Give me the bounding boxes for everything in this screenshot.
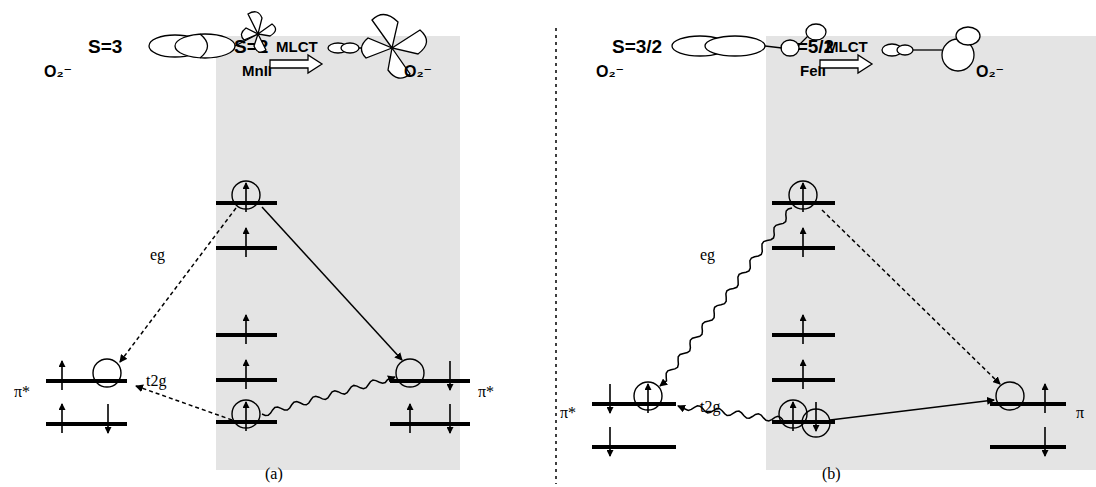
spin-down [107, 404, 109, 433]
spin-up [647, 384, 649, 413]
orbital-label: π* [478, 383, 494, 401]
spin-down [609, 384, 611, 413]
ligand-label: O₂⁻ [404, 62, 432, 81]
spin-total: S=2 [234, 36, 268, 58]
hole-circle [996, 382, 1024, 410]
energy-level [46, 379, 127, 383]
energy-level [772, 333, 835, 337]
spin-up [245, 360, 247, 389]
spin-up [802, 183, 804, 212]
energy-level [46, 422, 127, 426]
energy-level [390, 422, 470, 426]
panel-label: (b) [822, 465, 841, 483]
spin-up [245, 228, 247, 257]
spin-up [1044, 384, 1046, 413]
transfer-arrow [822, 210, 1000, 384]
energy-level [216, 333, 277, 337]
spin-down [1044, 427, 1046, 456]
transfer-arrow [136, 386, 232, 420]
shaded-panel: S=5/2FeII [766, 36, 1096, 470]
spin-up [802, 315, 804, 344]
spin-down [449, 361, 451, 390]
spin-total: S=3 [88, 36, 122, 58]
panel-label: (a) [265, 465, 283, 483]
energy-level [592, 445, 676, 449]
hole-circle [396, 359, 424, 387]
spin-down [609, 427, 611, 456]
spin-down [815, 402, 817, 431]
wavy-transfer-arrow [660, 208, 792, 386]
energy-level [216, 378, 277, 382]
spin-total: S=3/2 [612, 36, 662, 58]
orbital-label: eg [700, 246, 715, 264]
orbital-label: t2g [700, 398, 720, 416]
ligand-label: O₂⁻ [44, 62, 72, 81]
transfer-arrow [830, 400, 994, 420]
spin-up [245, 183, 247, 212]
spin-up [61, 404, 63, 433]
ligand-label: O₂⁻ [596, 62, 624, 81]
wavy-transfer-arrow [678, 406, 783, 421]
energy-level [216, 420, 277, 424]
spin-up [802, 360, 804, 389]
energy-level [772, 378, 835, 382]
spin-up [61, 361, 63, 390]
energy-level [772, 201, 835, 205]
energy-level [592, 402, 676, 406]
orbital-label: π [1076, 404, 1084, 422]
metal-label: FeII [800, 62, 826, 79]
energy-level [772, 420, 835, 424]
energy-level [390, 379, 470, 383]
hole-circle [802, 409, 830, 437]
wavy-transfer-arrow [262, 377, 395, 416]
spin-up [792, 402, 794, 431]
spin-up [802, 228, 804, 257]
orbital-label: eg [150, 246, 165, 264]
orbital-label: π* [14, 383, 30, 401]
transfer-arrow [262, 207, 402, 360]
hole-circle [789, 181, 817, 209]
mlct-label: MLCT [826, 38, 868, 55]
transfer-arrow [120, 208, 236, 362]
hole-circle [232, 181, 260, 209]
spin-up [245, 402, 247, 431]
ligand-label: O₂⁻ [976, 62, 1004, 81]
orbital-label: π* [560, 404, 576, 422]
orbital-label: t2g [146, 372, 166, 390]
energy-level [216, 201, 277, 205]
spin-down [449, 404, 451, 433]
hole-circle [634, 382, 662, 410]
energy-level [772, 246, 835, 250]
metal-label: MnII [242, 62, 272, 79]
mlct-label: MLCT [276, 38, 318, 55]
energy-level [216, 246, 277, 250]
shaded-panel: S=2MnII [216, 36, 460, 470]
spin-up [245, 315, 247, 344]
energy-level [990, 402, 1066, 406]
energy-level [990, 445, 1066, 449]
hole-circle [779, 400, 807, 428]
hole-circle [93, 359, 121, 387]
spin-up [409, 404, 411, 433]
hole-circle [232, 400, 260, 428]
